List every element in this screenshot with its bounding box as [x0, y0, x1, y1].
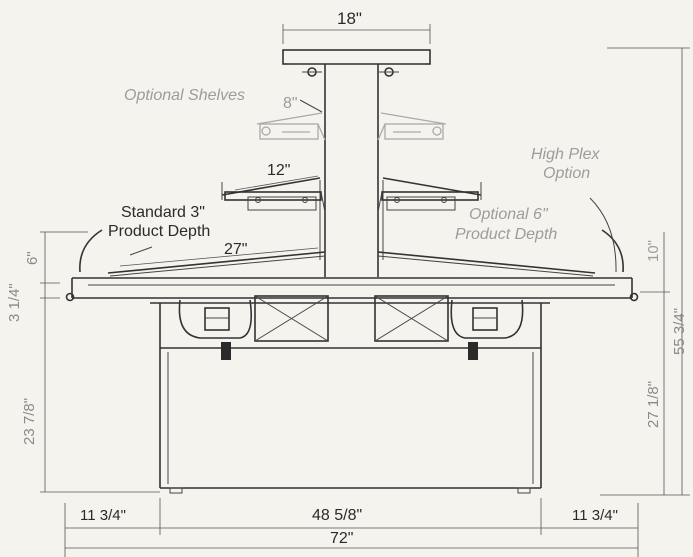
callout-high-plex-line2: Option [543, 165, 591, 182]
under-deck [150, 295, 550, 360]
dim-plex-height: 10" [645, 239, 662, 262]
dim-edge-height: 3 1/4" [6, 283, 23, 322]
sloped-deck [79, 197, 624, 277]
dim-center-width: 48 5/8" [312, 507, 363, 524]
dimension-lines [40, 24, 690, 557]
shelf-left [221, 177, 326, 213]
top-shelf [282, 49, 431, 77]
dim-overall-width: 72" [330, 530, 354, 547]
dim-left-offset: 11 3/4" [80, 507, 126, 524]
callout-standard-depth-line1: Standard 3" [121, 204, 205, 221]
case-rim [65, 277, 639, 302]
callout-standard-depth-line2: Product Depth [108, 223, 211, 240]
dim-shelf-width: 12" [267, 162, 291, 179]
dim-right-offset: 11 3/4" [572, 507, 618, 524]
callout-high-plex-line1: High Plex [531, 146, 600, 163]
base-cabinet [159, 348, 542, 494]
optional-shelf-right [377, 112, 447, 141]
dim-left-side-height: 6" [24, 251, 41, 265]
callout-optional-depth-line2: Product Depth [455, 226, 558, 243]
dim-base-height: 23 7/8" [21, 397, 38, 445]
dim-optional-shelf-width: 8" [283, 95, 298, 112]
dim-right-height: 27 1/8" [645, 380, 662, 428]
optional-shelf-left [256, 112, 326, 141]
dim-deck-depth: 27" [224, 241, 248, 258]
dim-overall-height: 55 3/4" [671, 307, 688, 355]
shelf-right [377, 177, 482, 213]
center-column [319, 64, 384, 277]
callout-optional-shelves: Optional Shelves [124, 87, 245, 104]
callout-optional-depth-line1: Optional 6" [469, 206, 548, 223]
dim-top-width: 18" [337, 9, 362, 28]
